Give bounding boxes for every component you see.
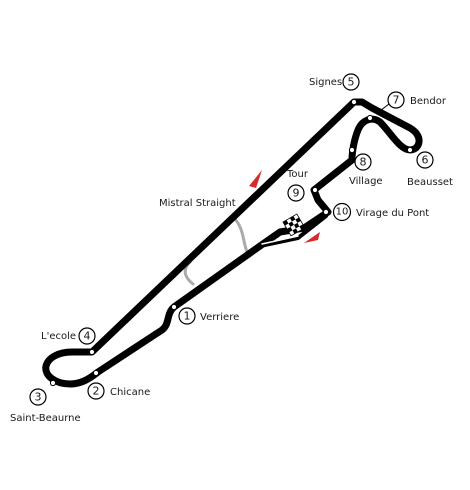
corner-marker-6: 6 Beausset — [407, 151, 453, 188]
apex-dot-1 — [170, 303, 178, 311]
corner-number-1: 1 — [184, 310, 191, 323]
corner-number-9: 9 — [293, 187, 300, 200]
apex-dot-3 — [49, 379, 57, 387]
track-pit-lane — [258, 214, 328, 248]
direction-arrow-mistral — [249, 170, 262, 188]
corner-marker-4: 4 L'ecole — [41, 327, 96, 345]
corner-name-4: L'ecole — [41, 331, 76, 342]
corner-name-8: Village — [349, 176, 383, 187]
corner-number-circle-1 — [178, 307, 196, 325]
track-outline — [42, 98, 423, 388]
corner-leader-lines — [375, 103, 390, 115]
corner-name-10: Virage du Pont — [356, 208, 429, 219]
corner-number-circle-2 — [87, 382, 105, 400]
corner-number-8: 8 — [360, 156, 367, 169]
apex-dot-2 — [92, 369, 100, 377]
corner-number-3: 3 — [35, 391, 42, 404]
direction-arrow-start — [304, 232, 320, 243]
corner-number-circle-9 — [287, 184, 305, 202]
corner-number-2: 2 — [93, 385, 100, 398]
corner-number-6: 6 — [422, 154, 429, 167]
corner-number-circle-3 — [29, 388, 47, 406]
corner-marker-5: 5 Signes — [309, 73, 360, 91]
corner-number-circle-8 — [354, 153, 372, 171]
corner-name-6: Beausset — [407, 177, 453, 188]
leader-line-7 — [375, 103, 390, 115]
corner-number-circle-10 — [332, 202, 352, 222]
start-finish-flag — [282, 213, 306, 237]
corner-number-7: 7 — [393, 94, 400, 107]
corner-name-2: Chicane — [110, 387, 150, 398]
track-pit-lane-inner — [261, 235, 299, 245]
corner-name-9: Tour — [286, 169, 309, 180]
apex-dot-7 — [366, 114, 374, 122]
apex-dot-6 — [406, 146, 414, 154]
corner-marker-9: 9 Tour — [286, 169, 309, 202]
corner-number-circle-6 — [416, 151, 434, 169]
apex-dot-9 — [311, 186, 319, 194]
corner-name-3: Saint-Beaurne — [10, 413, 81, 424]
corner-marker-10: 10 Virage du Pont — [332, 202, 429, 222]
corner-marker-1: 1 Verriere — [178, 307, 239, 325]
straight-label: Mistral Straight — [159, 198, 236, 209]
corner-apex-dots — [49, 98, 414, 387]
apex-dot-10 — [322, 208, 330, 216]
corner-number-circle-4 — [78, 327, 96, 345]
corner-marker-2: 2 Chicane — [87, 382, 150, 400]
corner-marker-3: 3 Saint-Beaurne — [10, 388, 81, 424]
corner-number-circle-7 — [387, 91, 405, 109]
apex-dot-5 — [350, 98, 358, 106]
corner-marker-7: 7 Bendor — [387, 91, 447, 109]
corner-name-7: Bendor — [410, 96, 447, 107]
corner-number-circle-5 — [342, 73, 360, 91]
corner-marker-8: 8 Village — [349, 153, 383, 187]
apex-dot-8 — [348, 146, 356, 154]
corner-name-1: Verriere — [200, 312, 239, 323]
corner-number-4: 4 — [84, 330, 91, 343]
corner-number-5: 5 — [348, 76, 355, 89]
corner-number-10: 10 — [336, 207, 349, 218]
apex-dot-4 — [88, 348, 96, 356]
corner-name-5: Signes — [309, 77, 342, 88]
